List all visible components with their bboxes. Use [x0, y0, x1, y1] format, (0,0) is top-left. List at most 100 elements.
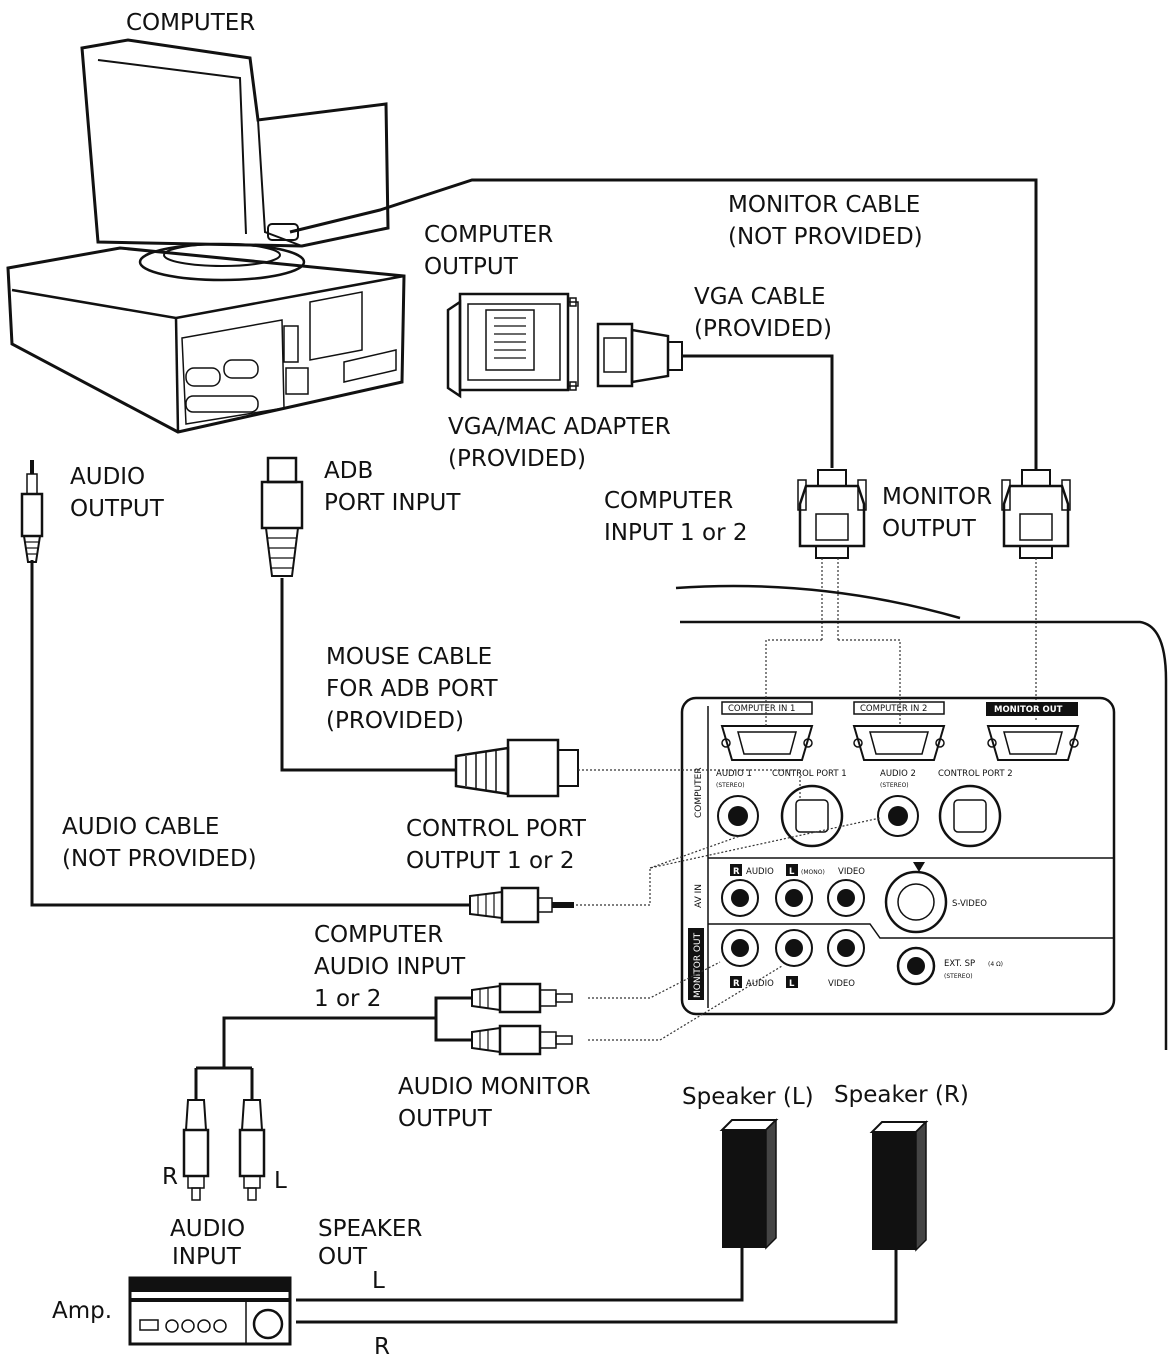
audio-cable-label-2: (NOT PROVIDED) [62, 846, 257, 872]
mo-l-label: L [789, 979, 795, 989]
audio-input-label-2: INPUT [172, 1244, 242, 1270]
control-port-1[interactable] [780, 784, 844, 848]
ext-sp-jack[interactable] [896, 946, 936, 986]
vga-mac-adapter-label-1: VGA/MAC ADAPTER [448, 414, 671, 440]
mo-video-label: VIDEO [828, 979, 855, 989]
mouse-cable-plug [454, 738, 801, 800]
computer-output-label-2: OUTPUT [424, 254, 519, 280]
speaker-left-label: Speaker (L) [682, 1084, 814, 1110]
vga-cable-label-2: (PROVIDED) [694, 316, 832, 342]
plug-l-label: L [274, 1168, 287, 1194]
monitor-cable-label-1: MONITOR CABLE [728, 192, 920, 218]
computer-in-1-port[interactable] [720, 725, 814, 761]
av-video-label: VIDEO [838, 867, 865, 877]
audio-monitor-output-label-2: OUTPUT [398, 1106, 493, 1132]
vga-cable-label-1: VGA CABLE [694, 284, 826, 310]
speaker-right-label: Speaker (R) [834, 1082, 969, 1108]
s-video-port[interactable] [884, 870, 948, 934]
control-port-2[interactable] [938, 784, 1002, 848]
av-audio-label: AUDIO [746, 867, 774, 877]
av-video-jack[interactable] [827, 879, 865, 917]
av-mono-label: (MONO) [801, 869, 825, 876]
rca-plug-lower [471, 965, 783, 1056]
audio-output-label-1: AUDIO [70, 464, 145, 490]
audio-cable-plug [469, 817, 881, 924]
audio-input-label-1: AUDIO [170, 1216, 245, 1242]
av-audio-r-jack[interactable] [721, 879, 759, 917]
s-video-label: S-VIDEO [952, 899, 987, 909]
terminal-panel: COMPUTER AV IN MONITOR OUT COMPUTER IN 1… [680, 639, 1116, 1016]
vga-cable-plug [596, 322, 683, 388]
rca-plug-l [238, 1099, 266, 1201]
adb-port-input-label-2: PORT INPUT [324, 490, 461, 516]
av-l-label: L [789, 867, 795, 877]
vga-mac-adapter [446, 292, 579, 399]
audio-1-sub-label: (STEREO) [716, 782, 745, 789]
monitor-out-audio-l-jack[interactable] [775, 929, 813, 967]
mo-audio-label: AUDIO [746, 979, 774, 989]
audio-1-jack[interactable] [717, 795, 759, 837]
computer-input-plug [797, 469, 867, 640]
monitor-out-video-jack[interactable] [827, 929, 865, 967]
computer-output-label-1: COMPUTER [424, 222, 553, 248]
computer-in-2-port[interactable] [852, 725, 946, 761]
cables [30, 178, 1038, 1324]
audio-1-label: AUDIO 1 [716, 769, 752, 779]
av-r-label: R [733, 867, 740, 877]
audio-output-label-2: OUTPUT [70, 496, 165, 522]
computer-audio-input-label-2: AUDIO INPUT [314, 954, 466, 980]
computer-illustration [6, 38, 406, 434]
section-av-in-label: AV IN [694, 884, 704, 908]
control-port-output-label-2: OUTPUT 1 or 2 [406, 848, 574, 874]
monitor-out-port[interactable] [986, 725, 1080, 761]
speaker-out-l-label: L [372, 1268, 385, 1294]
amp-label: Amp. [52, 1298, 112, 1324]
mouse-cable-label-3: (PROVIDED) [326, 708, 464, 734]
audio-monitor-output-label-1: AUDIO MONITOR [398, 1074, 591, 1100]
audio-cable-label-1: AUDIO CABLE [62, 814, 219, 840]
audio-2-jack[interactable] [877, 795, 919, 837]
rca-plug-upper [471, 961, 721, 1014]
speaker-out-label-2: OUT [318, 1244, 368, 1270]
av-audio-l-jack[interactable] [775, 879, 813, 917]
ext-sp-ohm-label: (4 Ω) [988, 961, 1003, 968]
adb-port-input-label-1: ADB [324, 458, 373, 484]
monitor-out-audio-r-jack[interactable] [721, 929, 759, 967]
control-port-output-label-1: CONTROL PORT [406, 816, 587, 842]
computer-in-1-label: COMPUTER IN 1 [728, 704, 795, 714]
speaker-out-r-label: R [374, 1334, 390, 1357]
section-computer-label: COMPUTER [694, 767, 704, 818]
vga-mac-adapter-label-2: (PROVIDED) [448, 446, 586, 472]
monitor-output-plug [1001, 469, 1071, 720]
adb-plug [260, 456, 304, 577]
section-monitor-out-label: MONITOR OUT [693, 932, 703, 998]
computer-audio-input-label-3: 1 or 2 [314, 986, 381, 1012]
computer-label: COMPUTER [126, 10, 255, 36]
mo-r-label: R [733, 979, 740, 989]
amp-illustration [128, 1276, 292, 1346]
rca-plug-r [182, 1099, 210, 1201]
computer-input-label-1: COMPUTER [604, 488, 733, 514]
audio-2-label: AUDIO 2 [880, 769, 916, 779]
ext-sp-sub-label: (STEREO) [944, 973, 973, 980]
audio-2-sub-label: (STEREO) [880, 782, 909, 789]
projector-body [675, 584, 1168, 1050]
ext-sp-label: EXT. SP [944, 959, 975, 969]
speaker-right-illustration [869, 1120, 929, 1252]
monitor-cable-label-2: (NOT PROVIDED) [728, 224, 923, 250]
speaker-left-illustration [719, 1118, 779, 1250]
computer-in-2-label: COMPUTER IN 2 [860, 704, 927, 714]
control-port-1-label: CONTROL PORT 1 [772, 769, 847, 779]
mouse-cable-label-2: FOR ADB PORT [326, 676, 498, 702]
mouse-cable-label-1: MOUSE CABLE [326, 644, 492, 670]
plug-r-label: R [162, 1164, 178, 1190]
audio-output-plug [20, 460, 44, 563]
speaker-out-label-1: SPEAKER [318, 1216, 422, 1242]
monitor-out-label: MONITOR OUT [994, 705, 1063, 715]
computer-audio-input-label-1: COMPUTER [314, 922, 443, 948]
computer-input-label-2: INPUT 1 or 2 [604, 520, 747, 546]
control-port-2-label: CONTROL PORT 2 [938, 769, 1013, 779]
monitor-output-label-2: OUTPUT [882, 516, 977, 542]
monitor-output-label-1: MONITOR [882, 484, 992, 510]
